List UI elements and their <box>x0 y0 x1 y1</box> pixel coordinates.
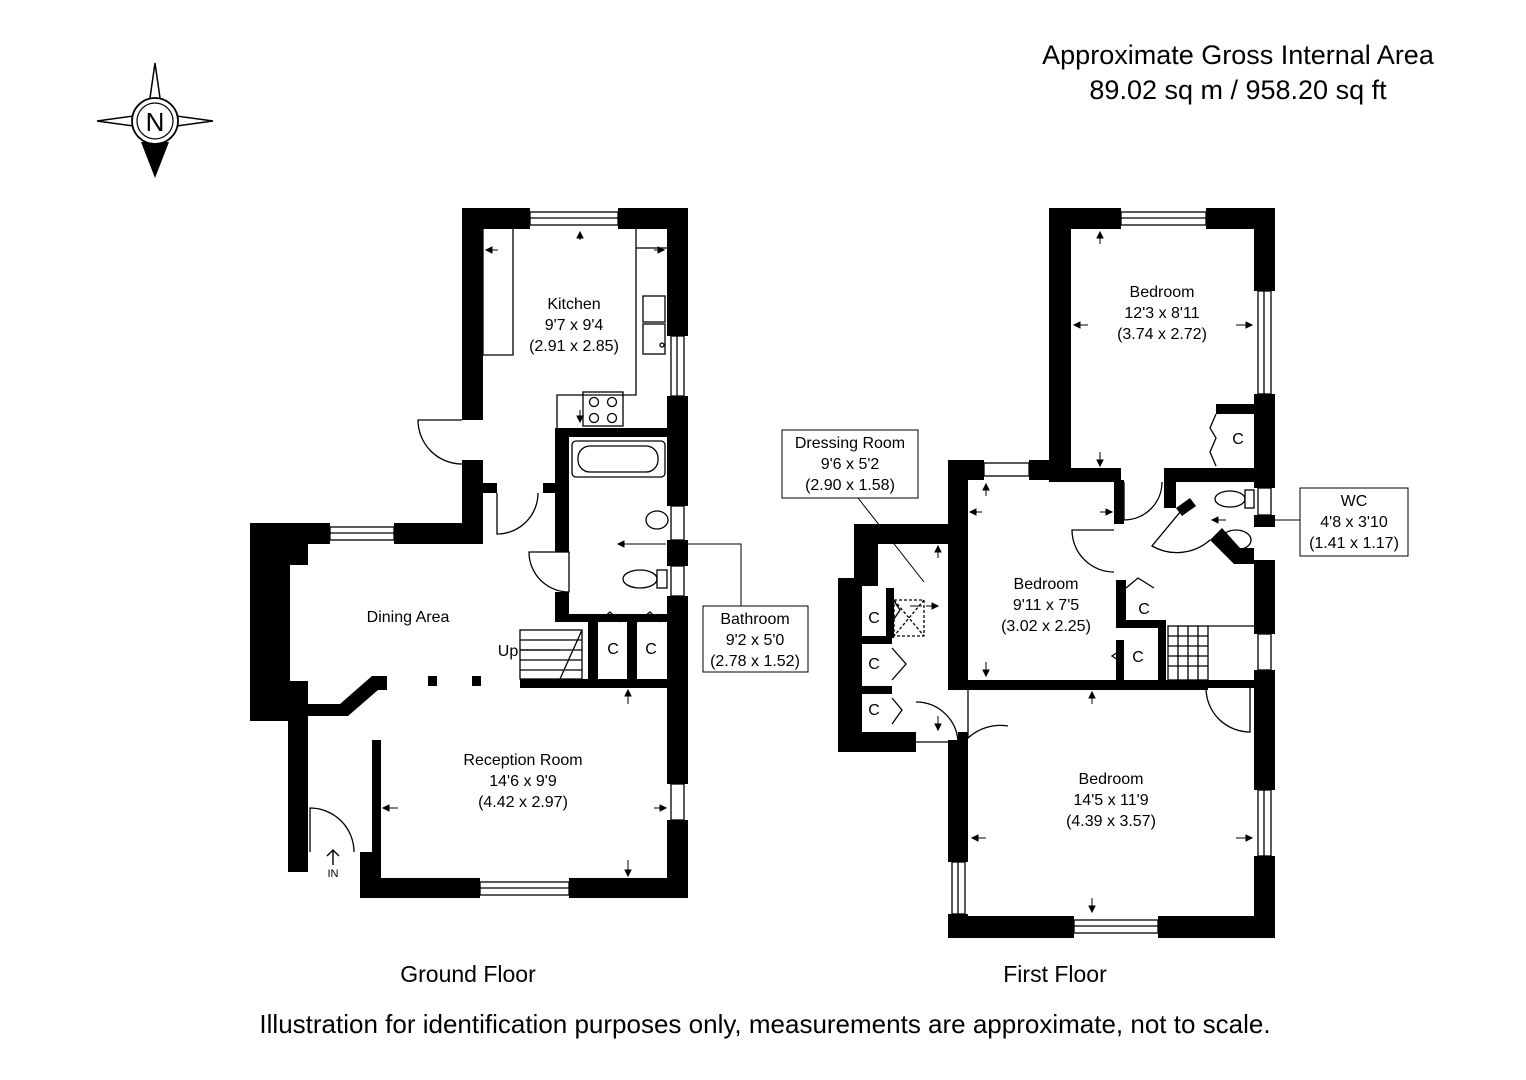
bedroom2-metric: (3.02 x 2.25) <box>1001 618 1091 635</box>
stairs-up-label: Up <box>498 643 519 660</box>
ground-floor-dimension-arrows <box>381 230 668 878</box>
kitchen-name: Kitchen <box>547 296 600 313</box>
area-title: Approximate Gross Internal Area <box>1042 40 1435 70</box>
compass-letter: N <box>146 107 165 137</box>
disclaimer: Illustration for identification purposes… <box>259 1009 1270 1039</box>
entrance-label: IN <box>328 868 339 880</box>
cupboard-label: C <box>868 610 880 627</box>
dressing-label-box <box>781 429 919 499</box>
bedroom3-metric: (4.39 x 3.57) <box>1066 813 1156 830</box>
ground-floor-windows-doors <box>309 211 685 896</box>
bedroom2-name: Bedroom <box>1014 576 1079 593</box>
cupboard-label: C <box>1132 649 1144 666</box>
wc-imperial: 4'8 x 3'10 <box>1320 514 1388 531</box>
bathroom-leader-line <box>688 543 742 606</box>
bedroom2-imperial: 9'11 x 7'5 <box>1013 597 1079 614</box>
dressing-metric: (2.90 x 1.58) <box>805 477 895 494</box>
cupboard-label: C <box>607 641 619 658</box>
bathroom-label-box <box>702 605 809 673</box>
entrance-arrow-icon <box>326 849 340 865</box>
bathroom-name: Bathroom <box>720 611 789 628</box>
first-floor-label: First Floor <box>1003 961 1107 987</box>
dining-name: Dining Area <box>367 609 450 626</box>
north-compass-icon: N <box>96 62 214 178</box>
dressing-leader-line <box>857 497 925 583</box>
bathroom-metric: (2.78 x 1.52) <box>710 653 800 670</box>
cupboard-label: C <box>1138 601 1150 618</box>
area-value: 89.02 sq m / 958.20 sq ft <box>1089 75 1387 105</box>
reception-name: Reception Room <box>463 752 582 769</box>
first-floor-dimension-arrows <box>910 230 1254 914</box>
dressing-imperial: 9'6 x 5'2 <box>821 456 880 473</box>
first-floor-windows-doors <box>891 211 1272 934</box>
dressing-name: Dressing Room <box>795 435 905 452</box>
wc-name: WC <box>1341 493 1368 510</box>
bedroom3-imperial: 14'5 x 11'9 <box>1073 792 1148 809</box>
cupboard-label: C <box>1232 431 1244 448</box>
bedroom1-metric: (3.74 x 2.72) <box>1117 326 1207 343</box>
wc-metric: (1.41 x 1.17) <box>1309 535 1399 552</box>
cupboard-label: C <box>868 656 880 673</box>
kitchen-imperial: 9'7 x 9'4 <box>545 317 604 334</box>
cupboard-label: C <box>868 702 880 719</box>
wc-label-box <box>1299 487 1409 557</box>
ground-floor-walls <box>250 208 688 898</box>
cupboard-label: C <box>645 641 657 658</box>
reception-metric: (4.42 x 2.97) <box>478 794 568 811</box>
bedroom1-imperial: 12'3 x 8'11 <box>1124 305 1199 322</box>
bedroom1-name: Bedroom <box>1130 284 1195 301</box>
kitchen-metric: (2.91 x 2.85) <box>529 338 619 355</box>
reception-imperial: 14'6 x 9'9 <box>489 773 557 790</box>
bedroom3-name: Bedroom <box>1079 771 1144 788</box>
first-floor-walls <box>838 208 1275 938</box>
bathroom-imperial: 9'2 x 5'0 <box>726 632 785 649</box>
ground-floor-label: Ground Floor <box>400 961 536 987</box>
